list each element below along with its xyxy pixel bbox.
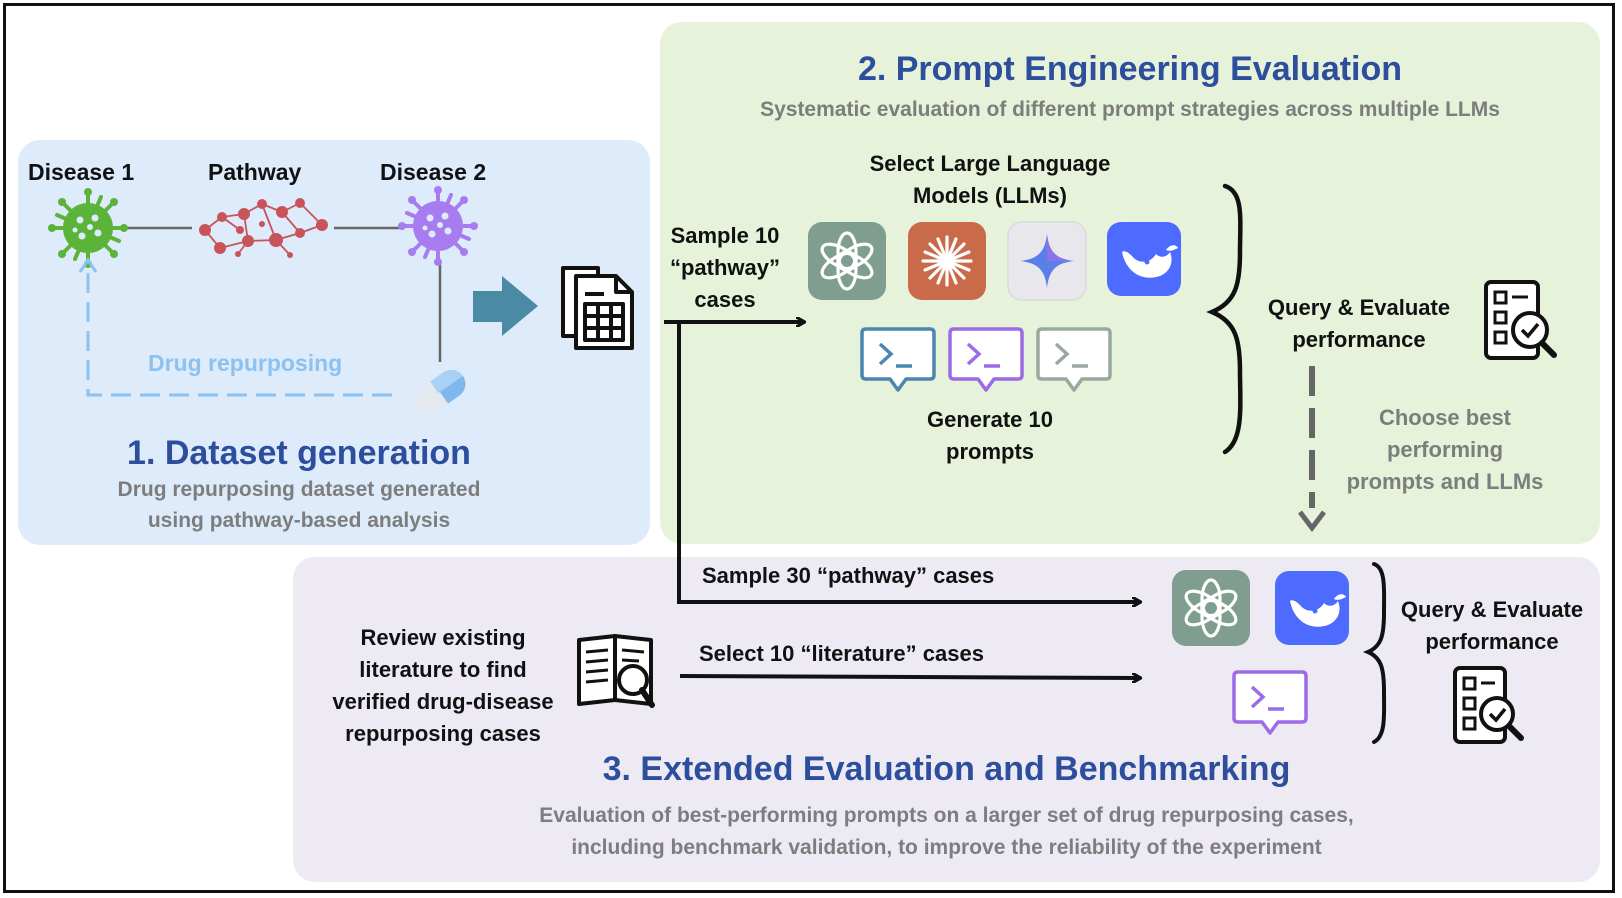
sample10-line3: cases [694,287,756,312]
prompt-terminal-icon [1036,327,1112,392]
figure-frame [3,3,1615,893]
evaluation-checklist-icon [1484,280,1557,360]
choose-best-line1: Choose best [1378,405,1512,430]
drug-repurposing-label: Drug repurposing [148,350,343,376]
query-evaluate-line2: performance [1292,327,1426,352]
query-evaluate2-line1: Query & Evaluate [1400,597,1584,622]
query-evaluate-line1: Query & Evaluate [1267,295,1451,320]
section3-subtitle-line1: Evaluation of best-performing prompts on… [539,804,1354,827]
dataset-documents-icon [561,266,634,350]
review-line4: repurposing cases [345,721,541,746]
claude-icon [908,222,986,300]
sample30-label: Sample 30 “pathway” cases [702,563,995,588]
section1-title: 1. Dataset generation [127,434,471,472]
flow-arrow [473,276,538,336]
panel-dataset-generation [18,140,650,545]
gemini-icon [1007,221,1087,301]
drug-repurposing-path [86,270,392,397]
deepseek-icon [1275,571,1349,645]
select10-label: Select 10 “literature” cases [699,641,984,666]
arrow-sample30 [677,322,1140,602]
curly-brace [1362,562,1387,744]
arrow-select10 [679,676,1140,678]
node-label-disease2: Disease 2 [380,159,487,185]
query-evaluate2-line2: performance [1425,629,1559,654]
section3-subtitle-line2: including benchmark validation, to impro… [571,836,1322,859]
choose-best-line2: performing [1386,437,1504,462]
literature-book-icon [577,634,655,708]
sample10-line2: “pathway” [669,255,781,280]
review-line3: verified drug-disease [332,689,554,714]
pathway-network-icon [199,198,328,258]
deepseek-icon [1107,222,1181,296]
review-line1: Review existing [360,625,526,650]
node-label-pathway: Pathway [208,159,302,185]
sample10-line1: Sample 10 [670,223,780,248]
generate-prompts-line1: Generate 10 [927,407,1053,432]
section2-title: 2. Prompt Engineering Evaluation [857,50,1403,88]
select-llms-line2: Models (LLMs) [913,183,1067,208]
section3-title: 3. Extended Evaluation and Benchmarking [602,750,1291,788]
section1-subtitle-line1: Drug repurposing dataset generated [117,478,481,501]
generate-prompts-line2: prompts [946,439,1034,464]
curly-brace [1206,183,1243,455]
pill-icon [414,369,466,415]
prompt-terminal-icon [1232,670,1308,735]
virus-icon [398,186,478,266]
virus-icon [48,188,128,268]
section2-subtitle: Systematic evaluation of different promp… [760,98,1500,121]
review-line2: literature to find [359,657,527,682]
select-llms-line1: Select Large Language [869,151,1111,176]
arrow-choose-best-head [1298,510,1326,533]
prompt-terminal-icon [860,327,936,392]
prompt-terminal-icon [948,327,1024,392]
chatgpt-icon [1172,570,1250,646]
section1-subtitle-line2: using pathway-based analysis [147,509,451,532]
drug-repurposing-arrowhead [78,257,98,273]
choose-best-line3: prompts and LLMs [1346,469,1544,494]
evaluation-checklist-icon [1453,666,1524,744]
chatgpt-icon [808,222,886,300]
node-label-disease1: Disease 1 [28,159,135,185]
